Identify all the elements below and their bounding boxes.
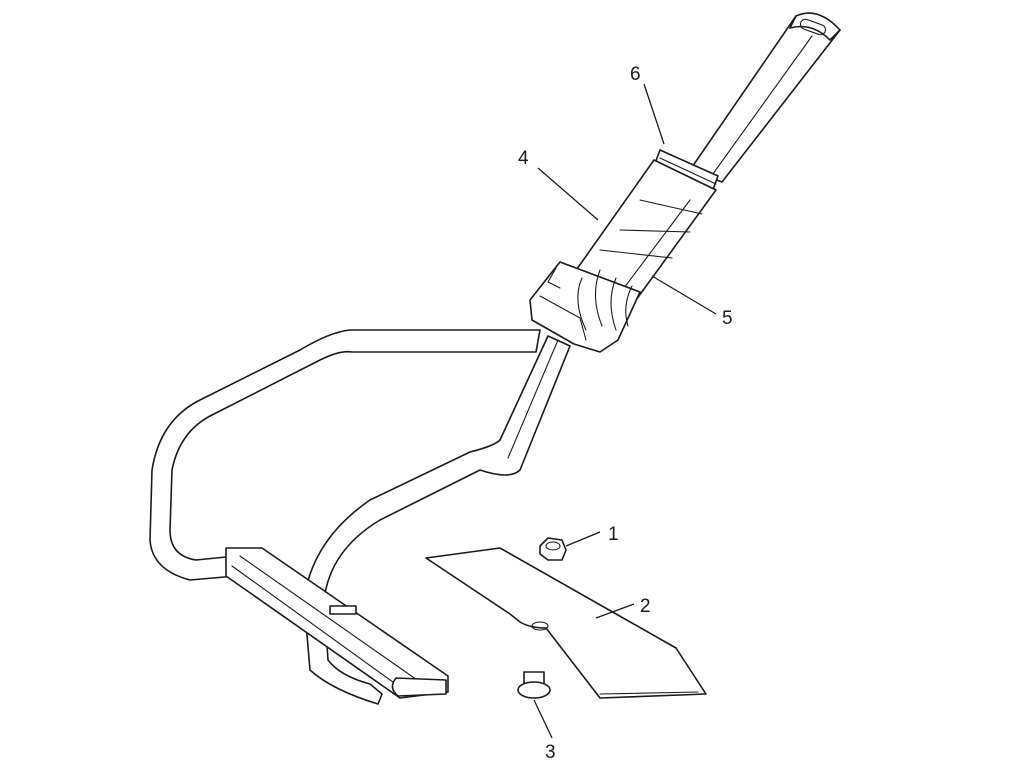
callout-2: 2 bbox=[640, 596, 651, 617]
tube-frame bbox=[149, 329, 571, 705]
leader-6 bbox=[643, 83, 665, 145]
nut bbox=[539, 537, 567, 561]
blade bbox=[425, 547, 707, 699]
bolt bbox=[517, 671, 551, 699]
leader-2 bbox=[595, 603, 635, 619]
leader-5 bbox=[651, 275, 717, 315]
callout-1: 1 bbox=[608, 524, 619, 545]
leader-3 bbox=[533, 699, 553, 739]
handle-shaft bbox=[689, 12, 841, 183]
callout-5: 5 bbox=[722, 308, 733, 329]
leader-4 bbox=[537, 167, 599, 221]
base-rail bbox=[225, 547, 449, 699]
callout-3: 3 bbox=[545, 742, 556, 763]
callout-4: 4 bbox=[518, 148, 529, 169]
grip-nut bbox=[529, 261, 641, 353]
callout-labels: 1 2 3 4 5 6 bbox=[518, 64, 733, 763]
leader-lines bbox=[533, 83, 717, 739]
leader-1 bbox=[565, 531, 601, 547]
callout-6: 6 bbox=[630, 64, 641, 85]
